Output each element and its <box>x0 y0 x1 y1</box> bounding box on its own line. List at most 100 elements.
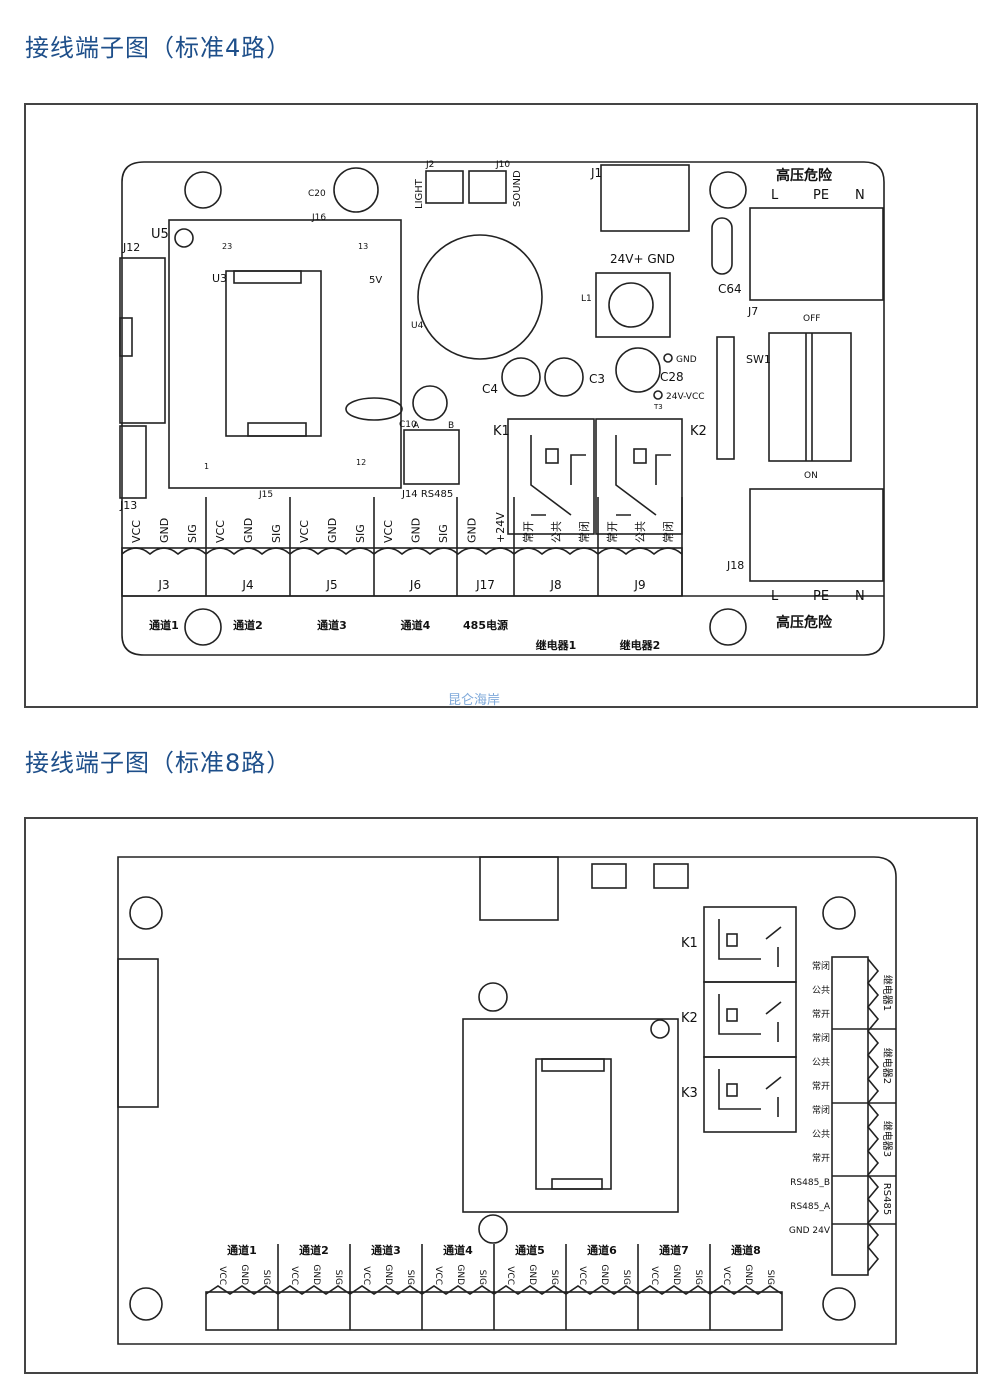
channel-pin-label: GND <box>311 1264 321 1285</box>
channel-label: 通道6 <box>587 1243 617 1257</box>
label-l1: L1 <box>581 294 592 304</box>
terminal-pin-label: +24V <box>494 512 507 543</box>
terminal-pin-label: VCC <box>298 520 311 543</box>
right-terminal-label: 常开 <box>812 1152 830 1164</box>
watermark-logo: 昆仑海岸 <box>448 693 501 708</box>
label-j14-b: B <box>448 421 454 431</box>
mount-hole <box>709 608 747 646</box>
u3-module <box>168 219 402 489</box>
label-u4: U4 <box>411 321 424 331</box>
terminal-pin-label: GND <box>242 518 255 543</box>
right-group-label: 继电器3 <box>881 1121 894 1157</box>
right-terminal-label: GND 24V <box>789 1226 831 1236</box>
terminal-pin-label: 常开 <box>606 521 619 543</box>
label-j15: J15 <box>258 490 273 500</box>
relay-k2 <box>703 981 797 1058</box>
label-24v-vcc: 24V-VCC <box>666 392 705 402</box>
terminal-pin-label: SIG <box>270 524 283 543</box>
terminal-id-label: J6 <box>409 578 421 592</box>
channel-label: 通道8 <box>731 1243 761 1257</box>
j7-terminal <box>749 207 884 301</box>
terminal-id-label: J5 <box>325 578 337 592</box>
channel-pin-label: SIG <box>693 1270 703 1285</box>
hv-bottom-pin-label: N <box>855 589 865 604</box>
side-connector <box>117 958 159 1108</box>
terminal-caption: 通道3 <box>317 618 347 632</box>
terminal-caption: 通道1 <box>149 618 179 632</box>
label-off: OFF <box>803 314 820 324</box>
label-j1-pins: 24V+ GND <box>610 252 675 266</box>
mount-hole <box>184 608 222 646</box>
terminal-pin-label: GND <box>158 518 171 543</box>
j18-terminal <box>749 488 884 582</box>
terminal-pin-label: SIG <box>186 524 199 543</box>
channel-pin-label: GND <box>599 1264 609 1285</box>
label-pin12: 12 <box>356 458 366 467</box>
label-j18: J18 <box>726 559 744 572</box>
channel-label: 通道2 <box>299 1243 329 1257</box>
label-c64: C64 <box>718 282 742 296</box>
right-group-label: 继电器1 <box>881 975 894 1011</box>
c20-capacitor <box>333 167 379 213</box>
label-k2: K2 <box>690 424 707 439</box>
sw1-slot <box>716 336 735 460</box>
channel-pin-label: GND <box>527 1264 537 1285</box>
channel-pin-label: SIG <box>765 1270 775 1285</box>
relay-label: K3 <box>681 1086 698 1101</box>
mount-hole <box>822 1287 856 1321</box>
label-j12: J12 <box>122 241 140 254</box>
channel-label: 通道1 <box>227 1243 257 1257</box>
j13-connector <box>119 425 147 499</box>
right-terminal-label: 常开 <box>812 1080 830 1092</box>
terminal-pin-label: 常闭 <box>578 521 591 543</box>
channel-pin-label: VCC <box>505 1266 515 1285</box>
channel-pin-label: VCC <box>577 1266 587 1285</box>
mount-hole <box>822 896 856 930</box>
j12-connector <box>119 257 166 424</box>
terminal-caption: 通道2 <box>233 618 263 632</box>
c64-capacitor <box>711 217 733 275</box>
mount-hole <box>184 171 222 209</box>
label-gnd-tp: GND <box>676 355 697 365</box>
label-t3: T3 <box>653 403 663 411</box>
terminal-pin-label: SIG <box>354 524 367 543</box>
right-terminal-label: 常开 <box>812 1008 830 1020</box>
label-u5: U5 <box>151 227 169 242</box>
board-4ch-svg: J12 J13 U5 U3 J16 J15 C20 J2 J10 LIGHT S… <box>119 160 885 656</box>
channel-pin-label: SIG <box>549 1270 559 1285</box>
label-k1: K1 <box>493 424 510 439</box>
label-j1: J1 <box>590 166 602 180</box>
channel-label: 通道4 <box>443 1243 473 1257</box>
right-terminal-label: 常闭 <box>812 1032 830 1044</box>
label-c28: C28 <box>660 370 684 384</box>
terminal-pin-label: 公共 <box>634 521 647 543</box>
relay-label: K1 <box>681 936 698 951</box>
hv-warning-top: 高压危险 <box>776 167 833 184</box>
top-connector <box>479 856 559 921</box>
hv-bottom-pin-label: PE <box>813 589 829 604</box>
hv-top-pin-label: PE <box>813 188 829 203</box>
section-title-8ch: 接线端子图（标准8路） <box>25 749 292 777</box>
label-j16: J16 <box>311 213 326 223</box>
c4-capacitor <box>501 357 541 397</box>
label-j14-a: A <box>413 421 420 431</box>
channel-pin-label: GND <box>671 1264 681 1285</box>
right-terminal-strip <box>831 956 869 1276</box>
terminal-pin-label: SIG <box>437 524 450 543</box>
terminal-id-label: J4 <box>241 578 253 592</box>
label-light: LIGHT <box>414 178 425 209</box>
crystal <box>345 397 403 421</box>
u4-component <box>417 234 543 360</box>
label-pin23: 23 <box>222 242 232 251</box>
terminal-id-label: J17 <box>475 578 495 592</box>
c28-capacitor <box>615 347 661 393</box>
terminal-id-label: J3 <box>157 578 169 592</box>
relay-k3 <box>703 1056 797 1133</box>
label-c4: C4 <box>482 382 498 396</box>
terminal-pin-label: GND <box>465 518 478 543</box>
